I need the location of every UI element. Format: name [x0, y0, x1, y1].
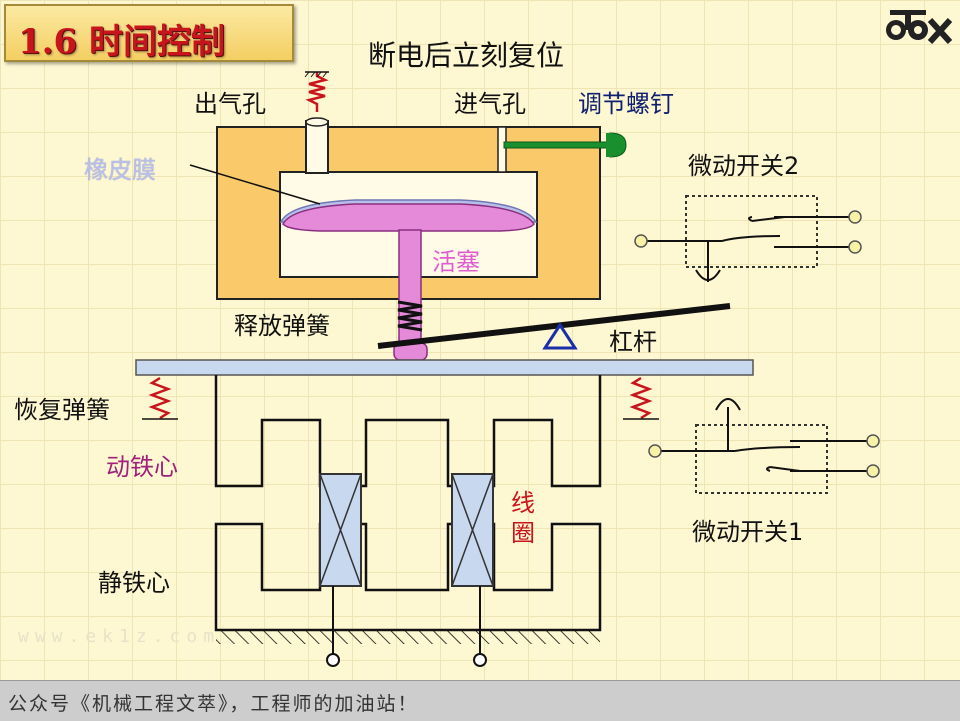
label-return-spring: 恢复弹簧 [14, 396, 110, 424]
diaphragm-pointer [189, 164, 321, 205]
micro-switch-2 [634, 195, 862, 282]
label-outlet-hole: 出气孔 [194, 90, 266, 118]
title-banner: 1.6 时间控制 [4, 4, 294, 62]
outlet-spring-base [304, 71, 329, 78]
inlet-channel [497, 126, 507, 173]
label-micro-switch-2: 微动开关2 [688, 152, 800, 180]
label-static-core: 静铁心 [98, 569, 170, 597]
adjusting-screw [503, 132, 627, 158]
micro-switch-1 [648, 398, 880, 494]
piston-rod [398, 229, 422, 355]
moving-core-plate [135, 359, 754, 376]
label-inlet-hole: 进气孔 [454, 90, 526, 118]
return-spring-right [629, 376, 653, 420]
label-micro-switch-1: 微动开关1 [692, 518, 804, 546]
outlet-pipe [305, 120, 329, 174]
return-spring-left [148, 376, 172, 420]
label-moving-core: 动铁心 [106, 453, 178, 481]
base-ground [216, 630, 600, 644]
footer-bar: 公众号《机械工程文萃》，工程师的加油站！ [0, 680, 960, 721]
label-coil: 线圈 [511, 489, 535, 547]
label-diaphragm: 橡皮膜 [84, 156, 156, 184]
footer-text: 公众号《机械工程文萃》，工程师的加油站！ [8, 693, 419, 715]
label-release-spring: 释放弹簧 [234, 312, 330, 340]
coil-left [319, 473, 362, 587]
label-adjust-screw: 调节螺钉 [578, 90, 674, 118]
label-piston: 活塞 [432, 248, 480, 276]
time-delay-relay-diagram [135, 71, 880, 667]
static-iron-core [214, 522, 602, 632]
lever [377, 303, 731, 349]
label-lever: 杠杆 [609, 328, 657, 356]
page-title: 1.6 时间控制 [18, 22, 225, 62]
outlet-spring [305, 72, 329, 112]
watermark: www.ek1z.com [18, 626, 221, 647]
release-spring [397, 300, 423, 332]
lever-fulcrum [542, 322, 578, 350]
coil-right [451, 473, 494, 587]
logo-icon [886, 10, 953, 45]
moving-iron-core [214, 375, 602, 488]
diagram-subtitle: 断电后立刻复位 [368, 39, 565, 72]
piston-head [282, 203, 535, 232]
